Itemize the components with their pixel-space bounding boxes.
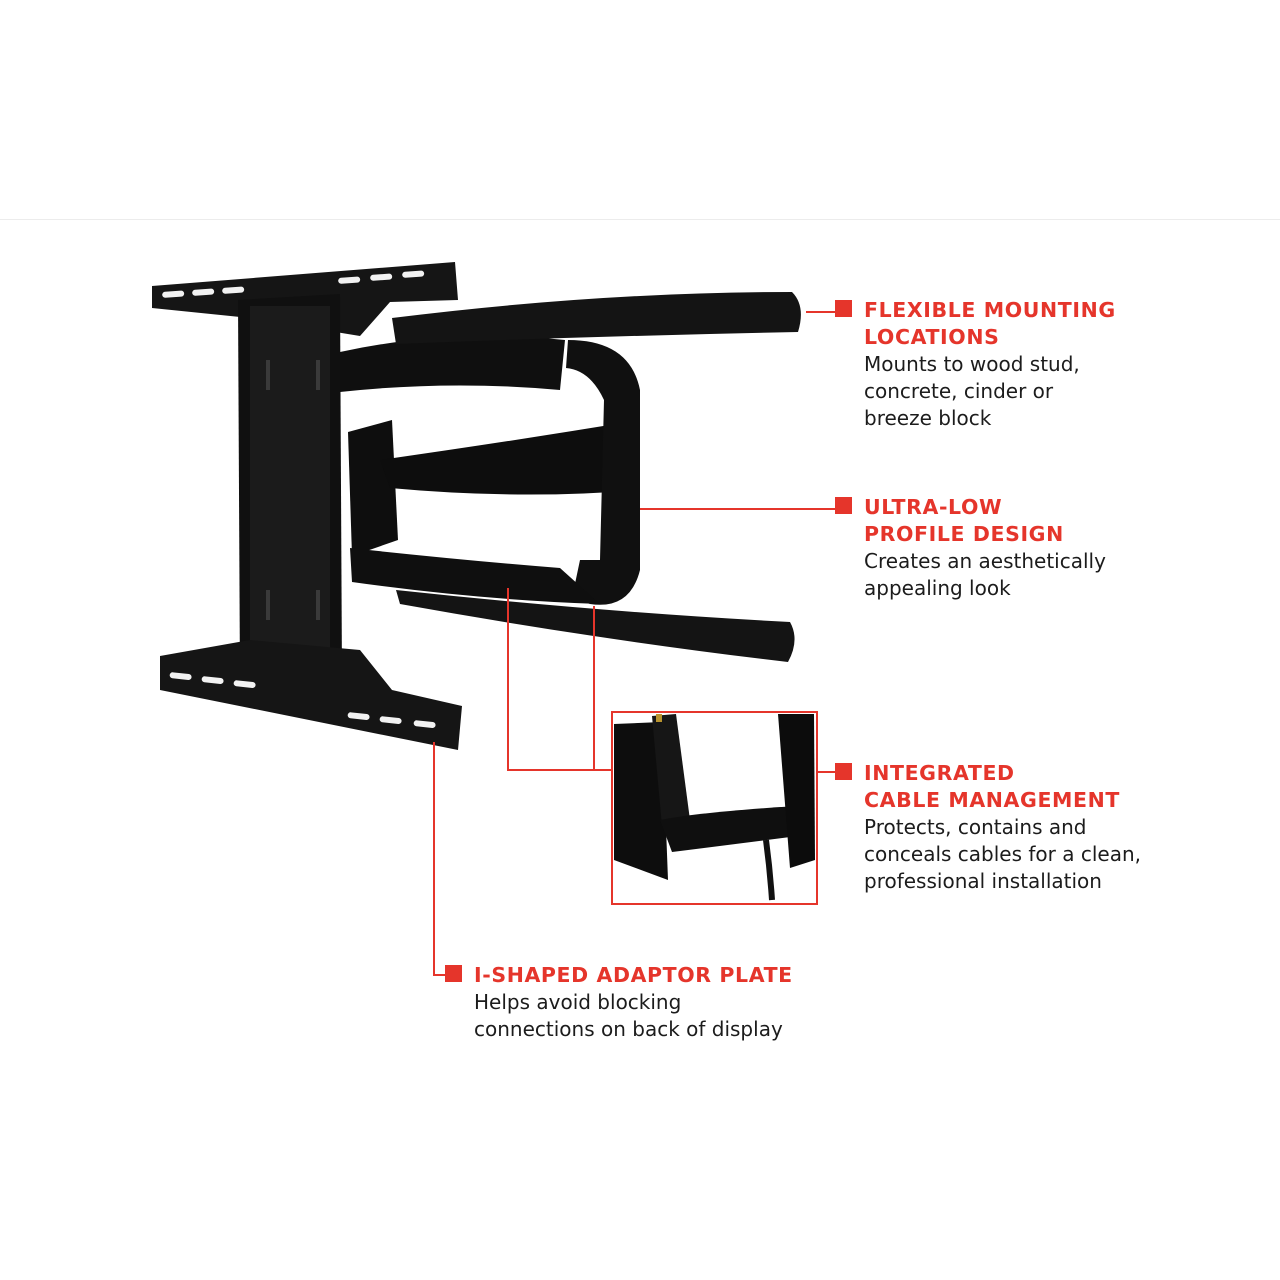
bottom-bar-slots xyxy=(169,672,436,728)
middle-arm xyxy=(380,420,640,495)
upper-arm xyxy=(340,336,565,392)
top-bar-slots xyxy=(162,270,425,298)
callout-description: appealing look xyxy=(864,576,1011,600)
callout-title: FLEXIBLE MOUNTING xyxy=(864,298,1116,322)
top-divider xyxy=(0,219,1280,220)
callout-description: Mounts to wood stud, xyxy=(864,352,1080,376)
callout-ultra-low-profile: ULTRA-LOW PROFILE DESIGN Creates an aest… xyxy=(835,494,1106,602)
callout-description: Helps avoid blocking xyxy=(474,990,682,1014)
leader-plate xyxy=(433,742,448,976)
callout-flexible-mounting: FLEXIBLE MOUNTING LOCATIONS Mounts to wo… xyxy=(835,297,1116,432)
callout-title: INTEGRATED xyxy=(864,761,1015,785)
callout-marker xyxy=(445,965,462,982)
callout-description: Creates an aesthetically xyxy=(864,549,1106,573)
callout-leaders xyxy=(433,311,838,976)
tilt-head xyxy=(348,420,398,556)
top-wall-rail xyxy=(392,292,801,344)
callout-marker xyxy=(835,300,852,317)
callout-description: conceals cables for a clean, xyxy=(864,842,1142,866)
callout-title: PROFILE DESIGN xyxy=(864,522,1064,546)
callout-cable-management: INTEGRATED CABLE MANAGEMENT Protects, co… xyxy=(835,760,1142,895)
callout-description: Protects, contains and xyxy=(864,815,1087,839)
callout-title: ULTRA-LOW xyxy=(864,495,1003,519)
wall-bracket xyxy=(566,340,640,605)
callout-description: breeze block xyxy=(864,406,992,430)
adaptor-plate-bottom-bar xyxy=(160,640,462,750)
bottom-wall-rail xyxy=(396,590,795,662)
tv-wall-mount xyxy=(152,262,801,750)
callout-title: LOCATIONS xyxy=(864,325,1000,349)
callout-marker xyxy=(835,763,852,780)
cable-management-inset xyxy=(611,711,818,905)
callout-marker xyxy=(835,497,852,514)
callout-adaptor-plate: I-SHAPED ADAPTOR PLATE Helps avoid block… xyxy=(445,962,793,1043)
callout-description: connections on back of display xyxy=(474,1017,783,1041)
callout-title: CABLE MANAGEMENT xyxy=(864,788,1121,812)
callout-description: concrete, cinder or xyxy=(864,379,1054,403)
callout-title: I-SHAPED ADAPTOR PLATE xyxy=(474,963,793,987)
lower-arm xyxy=(350,548,600,604)
leader-cable xyxy=(507,588,612,771)
callout-description: professional installation xyxy=(864,869,1102,893)
